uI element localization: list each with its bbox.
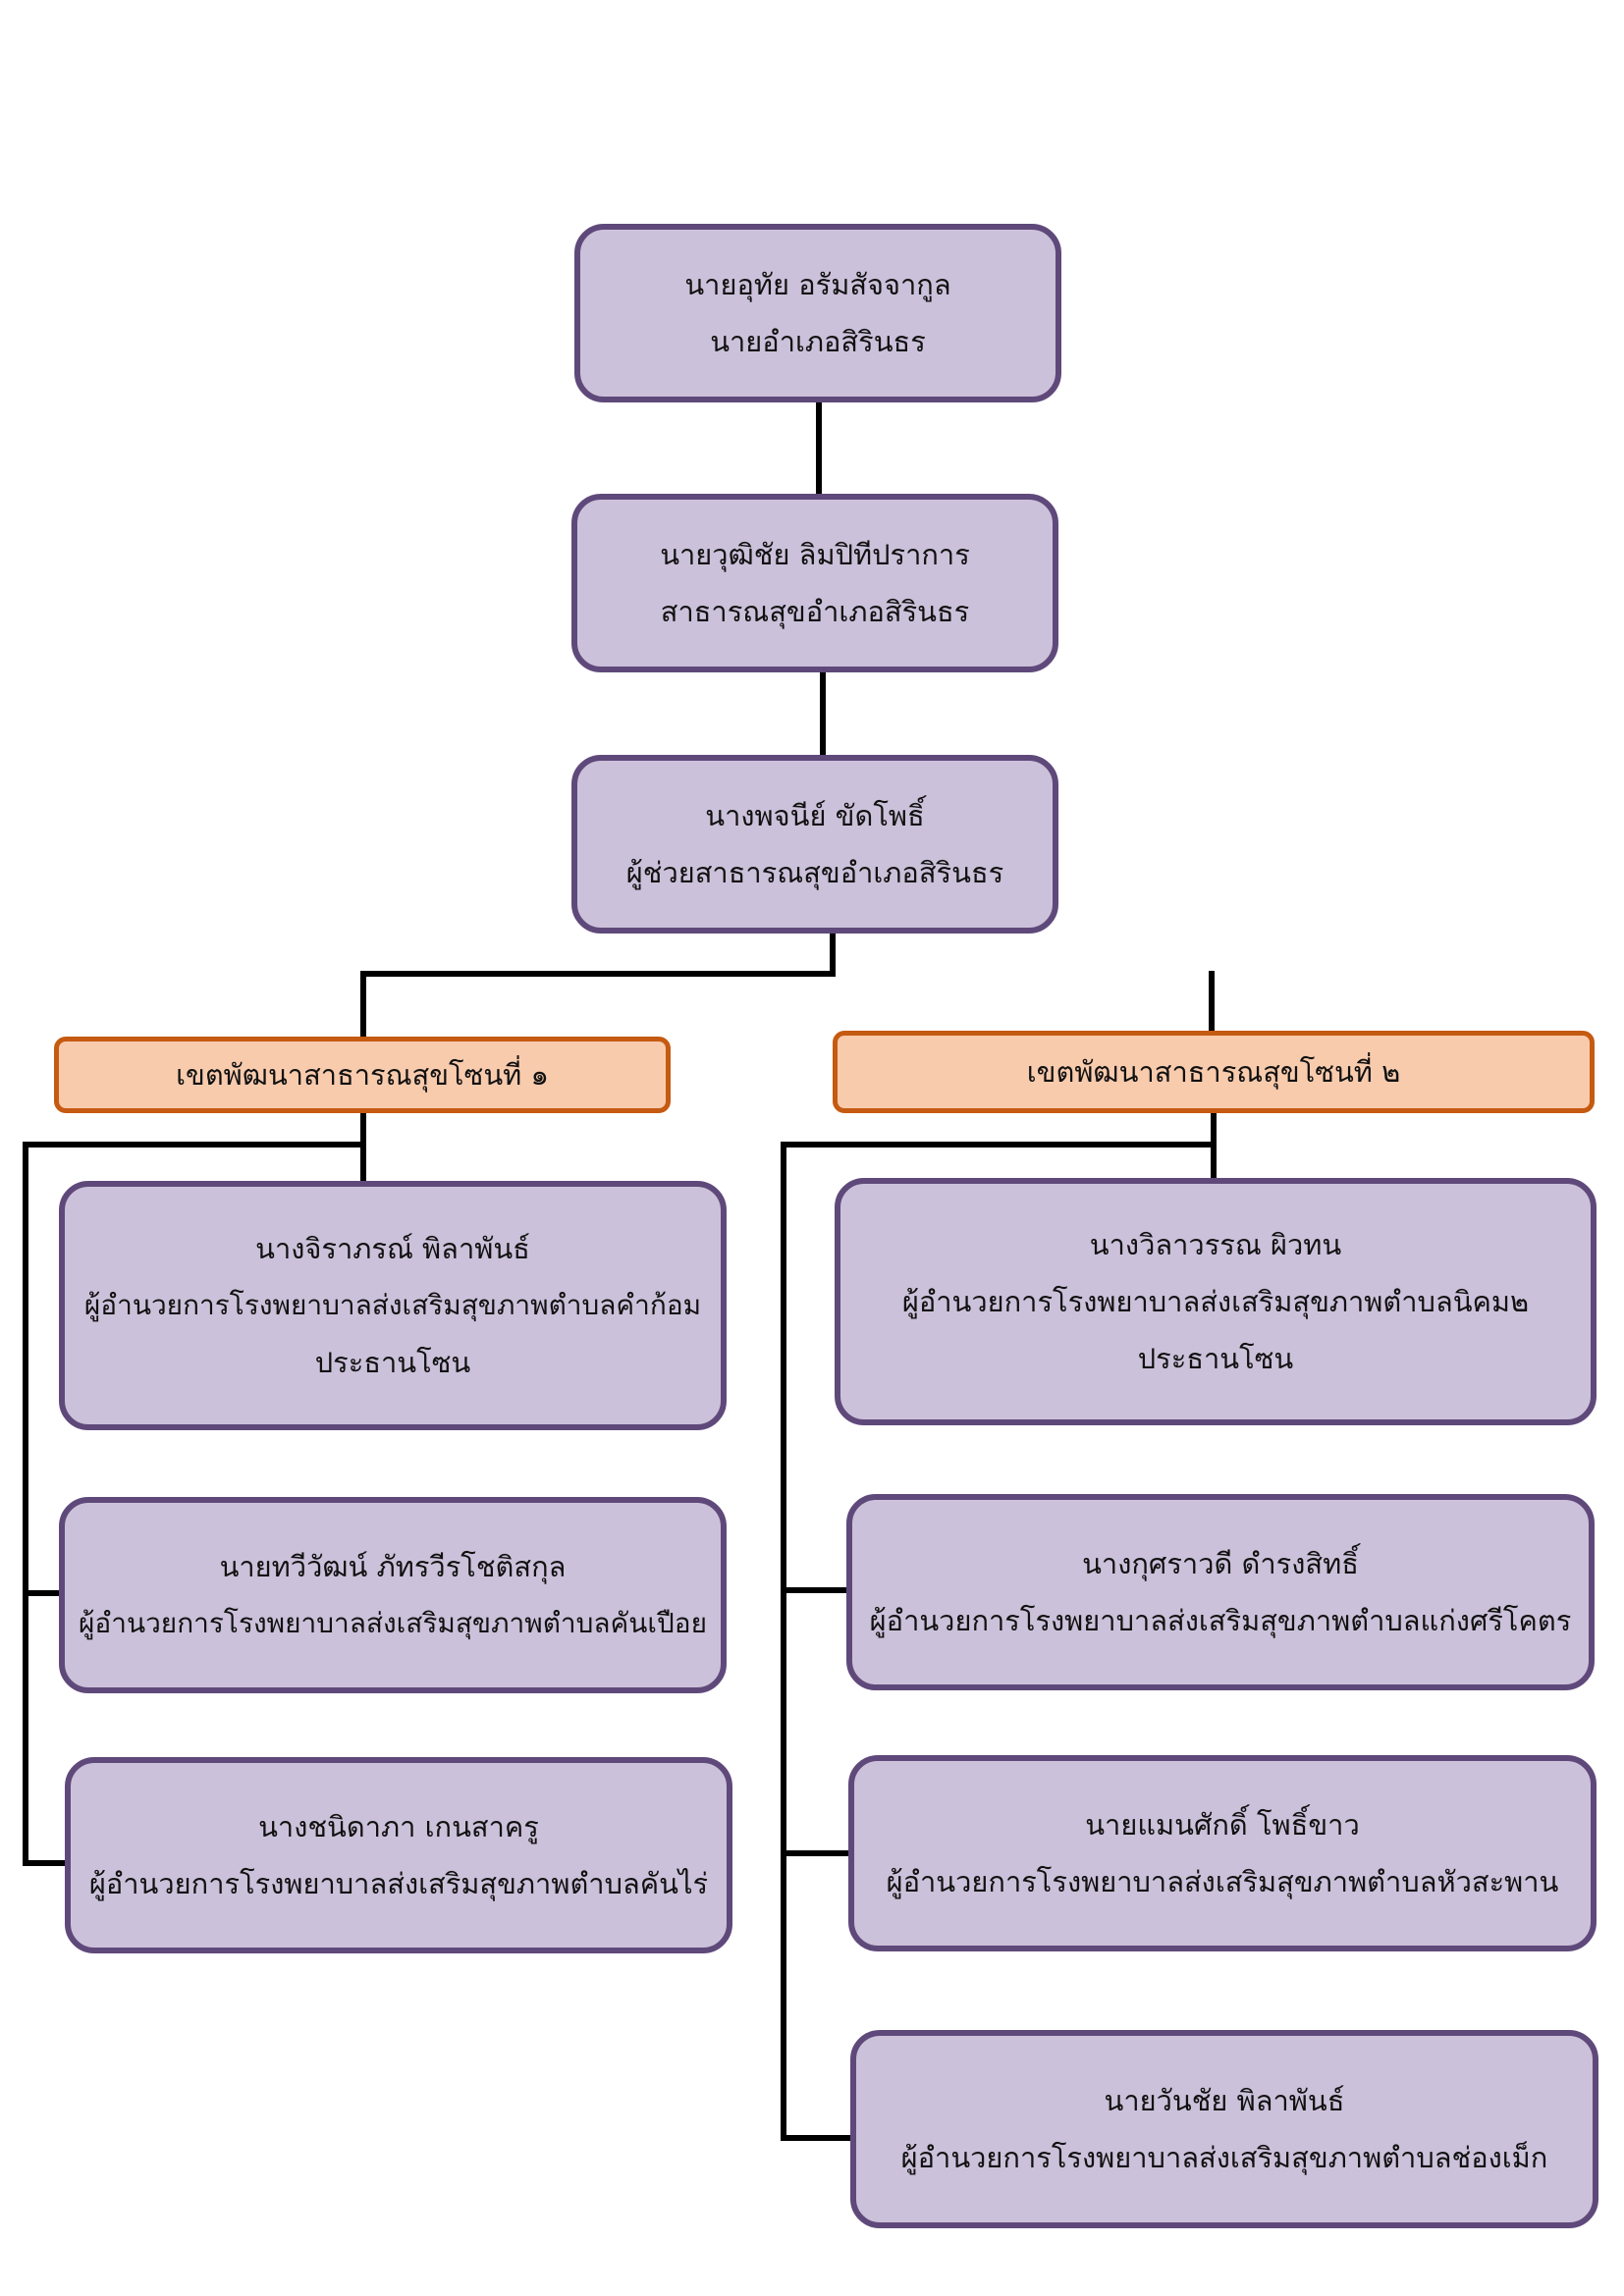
- member-position: ผู้อำนวยการโรงพยาบาลส่งเสริมสุขภาพตำบลนิ…: [901, 1285, 1530, 1318]
- district-chief-position: นายอำเภอสิรินธร: [710, 325, 926, 358]
- zone-2-member-3-box: นายแมนศักดิ์ โพธิ์ขาว ผู้อำนวยการโรงพยาบ…: [848, 1755, 1597, 1951]
- member-position: ผู้อำนวยการโรงพยาบาลส่งเสริมสุขภาพตำบลคั…: [88, 1867, 709, 1900]
- member-name: นายแมนศักดิ์ โพธิ์ขาว: [1085, 1808, 1360, 1842]
- member-name: นางวิลาวรรณ ผิวทน: [1089, 1228, 1342, 1261]
- member-name: นายวันชัย พิลาพันธ์: [1104, 2084, 1345, 2117]
- member-position: ผู้อำนวยการโรงพยาบาลส่งเสริมสุขภาพตำบลคำ…: [83, 1289, 702, 1321]
- zone-1-member-3-box: นางชนิดาภา เกนสาครู ผู้อำนวยการโรงพยาบาล…: [65, 1757, 732, 1953]
- health-officer-position: สาธารณสุขอำเภอสิรินธร: [660, 595, 970, 628]
- assistant-officer-box: นางพจนีย์ ขัดโพธิ์ ผู้ช่วยสาธารณสุขอำเภอ…: [571, 755, 1058, 934]
- member-name: นางกุศราวดี ดำรงสิทธิ์: [1082, 1547, 1359, 1580]
- member-name: นายทวีวัฒน์ ภัทรวีรโชติสกุล: [219, 1550, 567, 1583]
- member-position: ผู้อำนวยการโรงพยาบาลส่งเสริมสุขภาพตำบลช่…: [900, 2141, 1548, 2174]
- member-role: ประธานโซน: [1137, 1342, 1294, 1375]
- zone-2-title: เขตพัฒนาสาธารณสุขโซนที่ ๒: [1026, 1055, 1401, 1089]
- member-position: ผู้อำนวยการโรงพยาบาลส่งเสริมสุขภาพตำบลคั…: [79, 1607, 707, 1639]
- zone-2-member-4-box: นายวันชัย พิลาพันธ์ ผู้อำนวยการโรงพยาบาล…: [850, 2030, 1598, 2228]
- zone-2-member-1-box: นางวิลาวรรณ ผิวทน ผู้อำนวยการโรงพยาบาลส่…: [835, 1178, 1597, 1425]
- zone-1-title: เขตพัฒนาสาธารณสุขโซนที่ ๑: [176, 1058, 549, 1092]
- zone-1-member-1-box: นางจิราภรณ์ พิลาพันธ์ ผู้อำนวยการโรงพยาบ…: [59, 1181, 727, 1430]
- member-position: ผู้อำนวยการโรงพยาบาลส่งเสริมสุขภาพตำบลหั…: [886, 1865, 1559, 1898]
- district-chief-name: นายอุทัย อรัมสัจจากูล: [684, 268, 951, 301]
- connector-zone1-rail: [23, 1142, 366, 1866]
- zone-2-header: เขตพัฒนาสาธารณสุขโซนที่ ๒: [833, 1031, 1595, 1113]
- health-officer-box: นายวุฒิชัย ลิมปิทีปราการ สาธารณสุขอำเภอส…: [571, 494, 1058, 672]
- zone-1-member-2-box: นายทวีวัฒน์ ภัทรวีรโชติสกุล ผู้อำนวยการโ…: [59, 1497, 727, 1693]
- assistant-officer-position: ผู้ช่วยสาธารณสุขอำเภอสิรินธร: [625, 856, 1004, 889]
- member-name: นางชนิดาภา เกนสาครู: [258, 1810, 539, 1843]
- assistant-officer-name: นางพจนีย์ ขัดโพธิ์: [705, 799, 925, 832]
- zone-2-member-2-box: นางกุศราวดี ดำรงสิทธิ์ ผู้อำนวยการโรงพยา…: [846, 1494, 1595, 1690]
- connector-assistant-zones: [360, 930, 836, 1041]
- health-officer-name: นายวุฒิชัย ลิมปิทีปราการ: [660, 538, 970, 571]
- zone-1-header: เขตพัฒนาสาธารณสุขโซนที่ ๑: [54, 1037, 671, 1113]
- member-name: นางจิราภรณ์ พิลาพันธ์: [255, 1232, 530, 1265]
- district-chief-box: นายอุทัย อรัมสัจจากูล นายอำเภอสิรินธร: [574, 224, 1061, 402]
- member-role: ประธานโซน: [314, 1346, 471, 1379]
- connector-zone2-rail: [781, 1142, 1217, 2141]
- member-position: ผู้อำนวยการโรงพยาบาลส่งเสริมสุขภาพตำบลแก…: [869, 1604, 1572, 1637]
